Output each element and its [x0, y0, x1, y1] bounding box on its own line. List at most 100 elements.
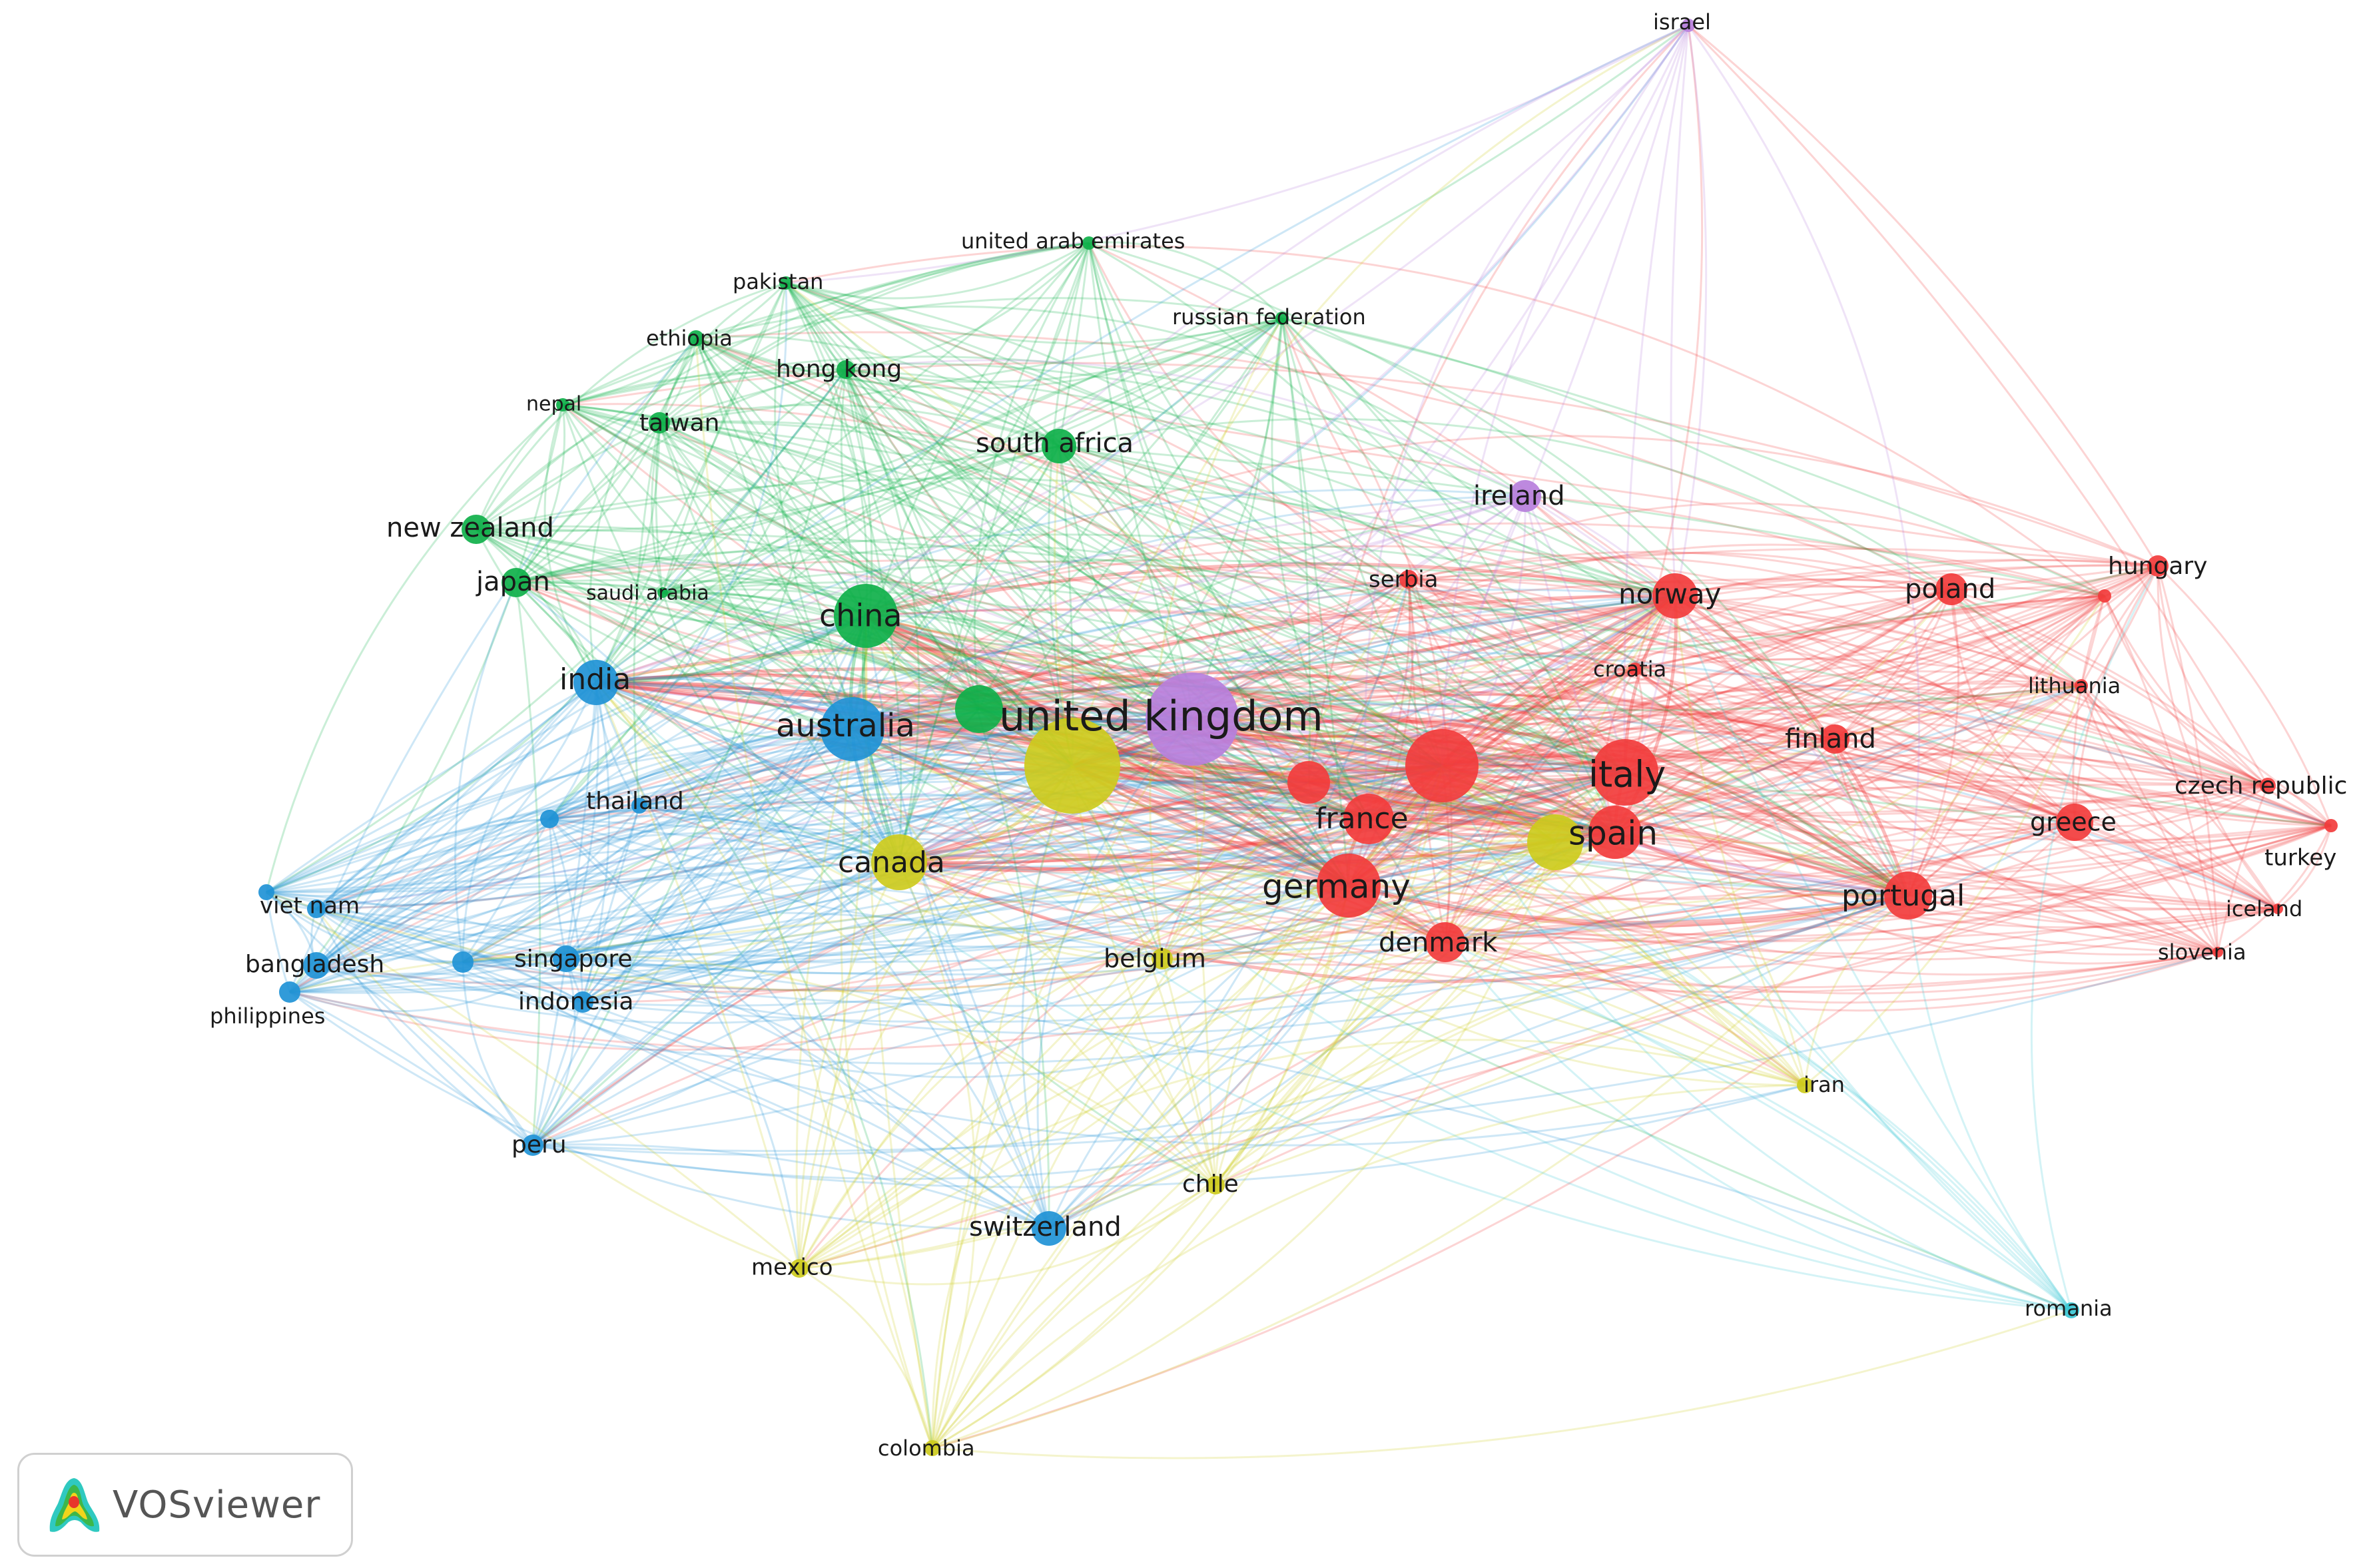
- node-peru[interactable]: [522, 1135, 543, 1156]
- node-belgium[interactable]: [1152, 948, 1173, 969]
- node-colombia[interactable]: [924, 1440, 940, 1456]
- node-lithuania[interactable]: [2075, 679, 2088, 692]
- node-ireland[interactable]: [1509, 480, 1541, 512]
- edge-turkey-belgium: [1162, 824, 2332, 960]
- edge-denmark-croatia: [1444, 668, 1636, 943]
- node-switzerland[interactable]: [1032, 1211, 1066, 1246]
- node-yellow-u1[interactable]: [1024, 718, 1120, 814]
- node-green-u1[interactable]: [955, 685, 1003, 733]
- node-saudi-arabia[interactable]: [657, 587, 668, 598]
- node-hong-kong[interactable]: [837, 360, 855, 379]
- edge-nepal-taiwan: [562, 403, 660, 424]
- edge-iran-norway: [1674, 595, 1806, 1086]
- node-finland[interactable]: [1820, 724, 1850, 754]
- edge-china-taiwan: [658, 422, 866, 617]
- node-yellow-u2[interactable]: [1527, 814, 1583, 870]
- edge-india-bangladesh: [315, 681, 597, 966]
- node-viet-nam[interactable]: [307, 900, 326, 918]
- edge-turkey-mexico: [799, 824, 2332, 1270]
- node-croatia[interactable]: [1628, 662, 1642, 676]
- node-red-u3[interactable]: [2098, 589, 2111, 603]
- edge-pakistan-spain: [785, 282, 1616, 833]
- node-italy[interactable]: [1592, 739, 1658, 806]
- edge-ethiopia-ireland: [695, 305, 1526, 497]
- node-taiwan[interactable]: [649, 412, 670, 433]
- node-czech-republic[interactable]: [2260, 778, 2276, 794]
- node-spain[interactable]: [1588, 806, 1642, 859]
- node-red-u2[interactable]: [1287, 761, 1330, 804]
- node-canada[interactable]: [871, 834, 927, 890]
- node-new-zealand[interactable]: [462, 515, 491, 544]
- edge-indonesia-canada: [582, 861, 900, 1003]
- node-china[interactable]: [834, 584, 898, 648]
- node-iceland[interactable]: [2272, 904, 2283, 914]
- node-chile[interactable]: [1206, 1176, 1225, 1194]
- edge-blue_u3-yellow_u1: [639, 764, 1073, 807]
- node-portugal[interactable]: [1884, 872, 1932, 919]
- edge-uae-italy: [1088, 242, 1626, 774]
- edge-iran-india: [595, 681, 1806, 1087]
- edge-poland-portugal: [1907, 589, 1960, 896]
- node-south-africa[interactable]: [1042, 429, 1076, 463]
- node-nepal[interactable]: [556, 398, 569, 411]
- node-singapore[interactable]: [553, 945, 579, 972]
- edge-germany-serbia: [1347, 579, 1414, 886]
- node-russian-federation[interactable]: [1275, 312, 1289, 325]
- edge-bangladesh-switzerland: [316, 964, 1050, 1230]
- edge-hungary-greece: [2073, 565, 2159, 823]
- node-japan[interactable]: [502, 568, 531, 597]
- node-united-kingdom[interactable]: [1146, 672, 1239, 766]
- node-turkey[interactable]: [2324, 819, 2338, 832]
- edge-hongkong-southafrica: [845, 368, 1060, 447]
- edge-thailand-mexico: [549, 818, 801, 1269]
- edge-ethiopia-norway: [695, 337, 1676, 597]
- node-norway[interactable]: [1652, 573, 1698, 619]
- node-australia[interactable]: [821, 697, 884, 761]
- edge-nepal-germany: [562, 403, 1350, 886]
- node-indonesia[interactable]: [572, 991, 593, 1013]
- edge-finland-red_u3: [1834, 595, 2106, 740]
- node-ethiopia[interactable]: [688, 330, 704, 346]
- edge-romania-italy: [1624, 772, 2072, 1312]
- edge-nepal-australia: [561, 403, 854, 730]
- node-denmark[interactable]: [1425, 922, 1465, 962]
- edge-uk-israel: [1191, 25, 1690, 720]
- edge-switzerland-australia: [851, 728, 1050, 1229]
- edge-italy-india: [595, 667, 1626, 774]
- node-mexico[interactable]: [790, 1259, 809, 1278]
- node-poland[interactable]: [1935, 573, 1967, 605]
- node-blue-u3[interactable]: [631, 798, 647, 814]
- node-slovenia[interactable]: [2212, 947, 2223, 957]
- node-blue-u1[interactable]: [452, 951, 474, 973]
- node-france[interactable]: [1343, 794, 1394, 844]
- node-hungary[interactable]: [2147, 555, 2169, 577]
- edge-switzerland-japan: [515, 581, 1050, 1229]
- node-philippines[interactable]: [279, 981, 300, 1003]
- edge-taiwan-southafrica: [659, 403, 1060, 447]
- edge-chile-germany: [1214, 885, 1350, 1186]
- edge-russia-red_u2: [1281, 318, 1311, 783]
- vosviewer-badge[interactable]: VOSviewer: [17, 1453, 353, 1557]
- node-thailand[interactable]: [540, 810, 559, 828]
- node-serbia[interactable]: [1399, 570, 1418, 589]
- node-red-u1[interactable]: [1405, 729, 1479, 802]
- node-united-arab-emirates[interactable]: [1082, 236, 1096, 250]
- edge-blue_u2-singapore: [266, 891, 567, 967]
- node-germany[interactable]: [1317, 854, 1381, 917]
- edge-italy-australia: [851, 727, 1626, 846]
- edge-southafrica-australia: [851, 445, 1060, 730]
- edge-israel-italy: [1623, 25, 1690, 773]
- edge-hungary-china: [865, 435, 2159, 617]
- node-romania[interactable]: [2063, 1302, 2079, 1318]
- node-greece[interactable]: [2056, 804, 2093, 841]
- node-pakistan[interactable]: [779, 276, 793, 290]
- node-bangladesh[interactable]: [303, 952, 330, 979]
- edge-philippines-canada: [289, 861, 900, 993]
- edge-israel-spain: [1614, 25, 1708, 833]
- node-india[interactable]: [573, 660, 619, 705]
- node-iran[interactable]: [1797, 1077, 1813, 1093]
- edge-bangladesh-yellow_u1: [316, 764, 1073, 967]
- edge-philippines-italy: [289, 771, 1626, 993]
- node-blue-u2[interactable]: [258, 884, 274, 900]
- node-israel[interactable]: [1682, 19, 1695, 32]
